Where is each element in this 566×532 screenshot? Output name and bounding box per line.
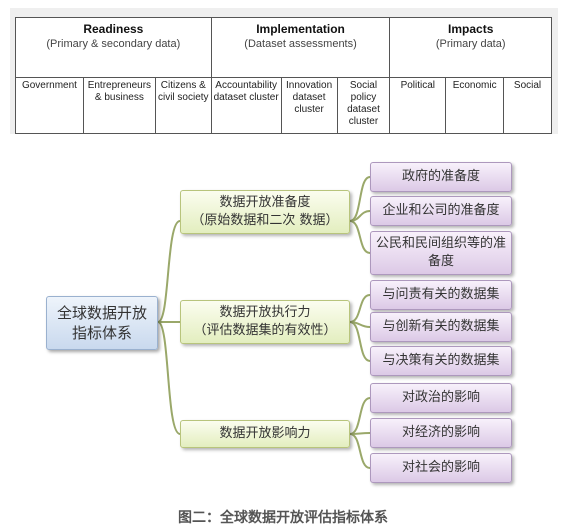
figure-caption: 图二：全球数据开放评估指标体系 bbox=[178, 510, 388, 526]
group-implementation: Implementation (Dataset assessments) bbox=[210, 17, 391, 78]
leaf-node: 对社会的影响 bbox=[370, 453, 512, 483]
branch-node-implementation: 数据开放执行力 （评估数据集的有效性） bbox=[180, 300, 350, 344]
connector-branch-2-leaf-1 bbox=[349, 294, 371, 323]
framework-table-panel: Readiness (Primary & secondary data) Imp… bbox=[10, 8, 558, 134]
branch-label-line2: （原始数据和二次 数据） bbox=[191, 213, 339, 228]
leaf-label: 对经济的影响 bbox=[401, 425, 480, 441]
leaf-node: 对政治的影响 bbox=[370, 383, 512, 413]
group-title: Readiness bbox=[83, 22, 144, 36]
leaf-label: 对政治的影响 bbox=[401, 390, 480, 406]
connector-root-branch-3 bbox=[157, 321, 181, 435]
leaf-label: 企业和公司的准备度 bbox=[382, 203, 500, 219]
connector-branch-1-leaf-3 bbox=[349, 220, 371, 254]
connector-branch-3-leaf-3 bbox=[349, 433, 371, 469]
connector-branch-1-leaf-1 bbox=[349, 176, 371, 222]
branch-label-line2: （评估数据集的有效性） bbox=[193, 323, 337, 338]
branch-label-line1: 数据开放准备度 bbox=[219, 195, 311, 211]
subcol-label: Political bbox=[400, 80, 436, 91]
subcol-label: Social bbox=[513, 80, 542, 91]
leaf-node: 对经济的影响 bbox=[370, 418, 512, 448]
leaf-node: 与创新有关的数据集 bbox=[370, 312, 512, 342]
branch-node-readiness: 数据开放准备度 （原始数据和二次 数据） bbox=[180, 190, 350, 234]
subcol-social-policy: Social policy dataset cluster bbox=[336, 77, 391, 134]
root-label: 全球数据开放指标体系 bbox=[56, 303, 147, 342]
subcol-innovation: Innovation dataset cluster bbox=[280, 77, 338, 134]
subcol-label: Innovation dataset cluster bbox=[286, 80, 333, 115]
group-title: Impacts bbox=[448, 22, 494, 36]
leaf-node: 企业和公司的准备度 bbox=[370, 196, 512, 226]
group-readiness: Readiness (Primary & secondary data) bbox=[15, 17, 212, 78]
subcol-economic: Economic bbox=[445, 77, 505, 134]
group-title: Implementation bbox=[256, 22, 345, 36]
leaf-label: 对社会的影响 bbox=[401, 460, 480, 476]
subcol-government: Government bbox=[15, 77, 84, 134]
subcol-accountability: Accountability dataset cluster bbox=[210, 77, 282, 134]
subcol-label: Accountability dataset cluster bbox=[213, 80, 279, 103]
leaf-node: 与问责有关的数据集 bbox=[370, 280, 512, 310]
leaf-node: 政府的准备度 bbox=[370, 162, 512, 192]
leaf-node: 与决策有关的数据集 bbox=[370, 346, 512, 376]
leaf-label: 与创新有关的数据集 bbox=[382, 319, 500, 335]
subcol-label: Entrepreneurs & business bbox=[87, 80, 152, 103]
connector-branch-2-leaf-3 bbox=[349, 321, 371, 362]
branch-label-line1: 数据开放执行力 bbox=[219, 305, 311, 321]
group-subtitle: (Dataset assessments) bbox=[244, 38, 357, 50]
subcol-label: Citizens & civil society bbox=[157, 80, 209, 103]
leaf-label: 与问责有关的数据集 bbox=[382, 287, 500, 303]
group-subtitle: (Primary data) bbox=[435, 38, 506, 50]
leaf-label: 公民和民间组织等的准备度 bbox=[375, 236, 506, 269]
leaf-label: 与决策有关的数据集 bbox=[382, 353, 500, 369]
branch-label-line1: 数据开放影响力 bbox=[219, 426, 311, 442]
subcol-social: Social bbox=[503, 77, 552, 134]
group-subtitle: (Primary & secondary data) bbox=[46, 38, 181, 50]
branch-node-impacts: 数据开放影响力 bbox=[180, 420, 350, 448]
subcol-entrepreneurs: Entrepreneurs & business bbox=[82, 77, 156, 134]
root-node: 全球数据开放指标体系 bbox=[46, 296, 158, 350]
subcol-label: Social policy dataset cluster bbox=[347, 80, 380, 127]
subcol-label: Government bbox=[21, 80, 77, 91]
leaf-node: 公民和民间组织等的准备度 bbox=[370, 231, 512, 275]
leaf-label: 政府的准备度 bbox=[401, 169, 480, 185]
subcol-citizens: Citizens & civil society bbox=[154, 77, 212, 134]
subcol-label: Economic bbox=[452, 80, 497, 91]
group-impacts: Impacts (Primary data) bbox=[389, 17, 552, 78]
connector-root-branch-1 bbox=[157, 220, 181, 323]
framework-table: Readiness (Primary & secondary data) Imp… bbox=[15, 17, 552, 134]
connector-branch-3-leaf-1 bbox=[349, 397, 371, 435]
